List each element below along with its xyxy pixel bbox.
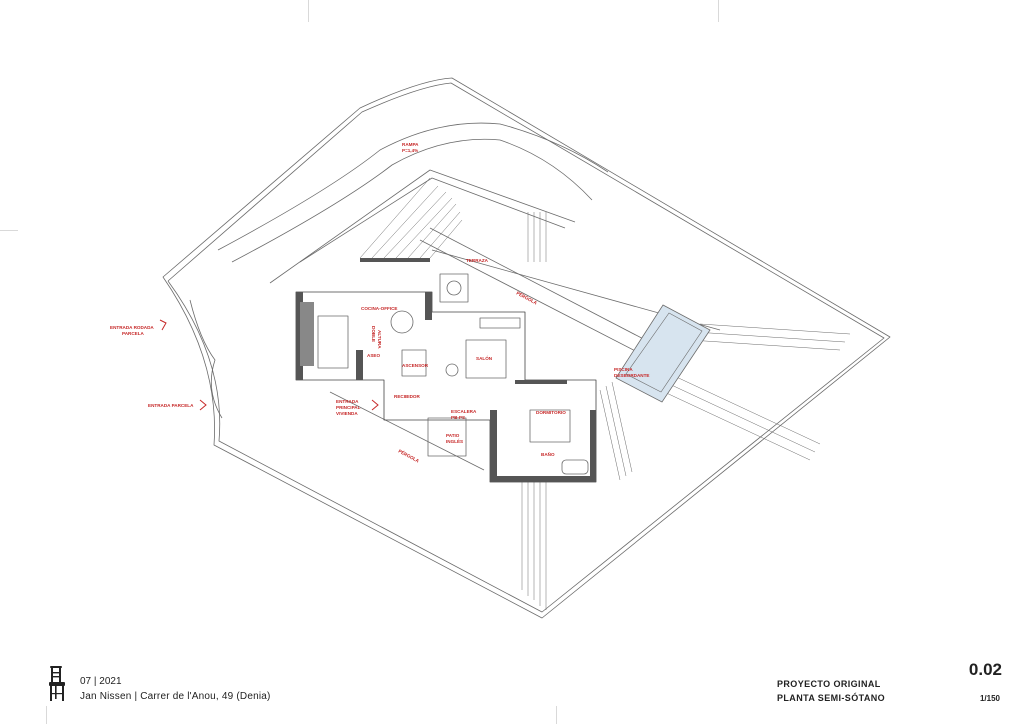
- label-patio: PATIO: [446, 433, 460, 438]
- chair-logo-icon: [49, 666, 65, 701]
- ramp-edge-2: [299, 177, 566, 263]
- frame-line-left: [0, 230, 18, 231]
- sofa-long: [479, 317, 521, 329]
- pergola-line-1: [429, 227, 656, 346]
- terrace-steps: [599, 323, 851, 481]
- plot-boundary: [162, 77, 891, 619]
- label-pool-2: DESBORDANTE: [614, 373, 649, 378]
- label-hall: RECIBIDOR: [394, 394, 420, 399]
- label-double-height: DOBLE: [371, 326, 376, 342]
- stair-top: [359, 177, 463, 259]
- ramp-edge: [269, 169, 576, 284]
- label-main-entrance: ENTRADA: [336, 399, 359, 404]
- sheet-number: 0.02: [968, 660, 1002, 679]
- round-table: [390, 310, 414, 334]
- bath-tub: [561, 459, 589, 475]
- label-pergola-top: PÉRGOLA: [516, 289, 540, 306]
- dining-table: [446, 280, 462, 296]
- label-pergola-bottom: PÉRGOLA: [398, 447, 422, 464]
- frame-line-top-right: [718, 0, 719, 22]
- label-plot-entrance: ENTRADA PARCELA: [148, 403, 194, 408]
- bed: [529, 409, 571, 443]
- label-bathroom: BAÑO: [541, 451, 555, 457]
- walls: [296, 258, 596, 482]
- kitchen-counter: [317, 315, 349, 369]
- plot-boundary-inner: [167, 82, 885, 613]
- armchair: [445, 363, 459, 377]
- label-living-room: SALÓN: [476, 354, 493, 361]
- ramp-inner: [231, 138, 593, 263]
- ramp: [217, 122, 609, 251]
- lift-shaft: [401, 349, 427, 377]
- label-patio-2: INGLÉS: [446, 437, 463, 444]
- label-toilet: ASEO: [367, 353, 380, 358]
- stair-core: [427, 417, 467, 457]
- label-pool: PISCINA: [614, 367, 633, 372]
- frame-line-top-left: [308, 0, 309, 22]
- sheet-author-address: Jan Nissen | Carrer de l'Anou, 49 (Denia…: [80, 691, 271, 702]
- label-ramp-slope: P=1,4%: [402, 148, 418, 153]
- pergola-line-3: [329, 391, 485, 471]
- label-vehicle-entrance-2: PARCELA: [122, 331, 145, 336]
- stair-right-strip: [527, 212, 547, 262]
- sheet-drawing-title: PLANTA SEMI-SÓTANO: [777, 693, 886, 703]
- pergola-line-2: [419, 239, 646, 357]
- label-bedroom: DORMITORIO: [536, 410, 566, 415]
- label-kitchen: COCINA-OFFICE: [361, 306, 398, 311]
- label-vehicle-entrance: ENTRADA RODADA: [110, 325, 154, 330]
- sofa: [465, 339, 507, 379]
- entry-arrows: [159, 319, 379, 411]
- sheet-date: 07 | 2021: [80, 676, 122, 687]
- sheet-scale: 1/150: [979, 694, 1000, 703]
- sheet-project: PROYECTO ORIGINAL: [777, 679, 881, 689]
- stair-bottom-strip: [521, 482, 547, 610]
- frame-line-bottom-mid: [556, 706, 557, 724]
- label-main-entrance-3: VIVIENDA: [336, 411, 358, 416]
- label-ramp: RAMPA: [402, 142, 419, 147]
- label-lift: ASCENSOR: [402, 363, 429, 368]
- label-main-entrance-2: PRINCIPAL: [336, 405, 361, 410]
- pool: [615, 304, 711, 403]
- label-terrace: TERRAZA: [466, 258, 489, 263]
- label-stairs-2: PB-PS: [451, 415, 465, 420]
- frame-line-bottom-left: [46, 706, 47, 724]
- dining-set: [439, 273, 469, 303]
- label-stairs: ESCALERA: [451, 409, 477, 414]
- entrance-curve: [189, 299, 223, 419]
- label-double-height-2: ALTURA: [377, 330, 382, 349]
